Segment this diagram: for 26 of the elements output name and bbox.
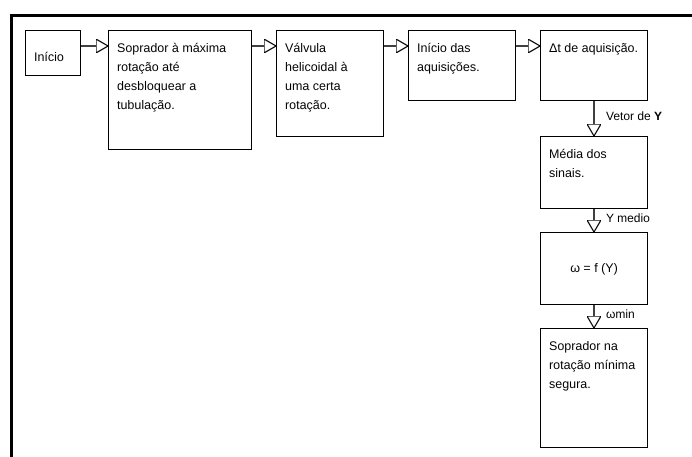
- box-text: Média dos sinais.: [549, 146, 608, 182]
- process-box: [540, 136, 648, 209]
- edge-label: Y medio: [606, 212, 650, 224]
- box-text: Δt de aquisição.: [549, 40, 638, 57]
- box-text: Início: [34, 48, 64, 66]
- arrow: [586, 209, 602, 233]
- arrow: [586, 101, 602, 137]
- process-box: [276, 30, 384, 137]
- process-box: [408, 30, 516, 101]
- box-text: Início das aquisições.: [417, 40, 481, 76]
- box-text: ω = f (Y): [570, 260, 618, 277]
- edge-label: Vetor de Y: [606, 110, 662, 122]
- process-box: [25, 30, 81, 76]
- arrow: [516, 38, 541, 54]
- process-box: [108, 30, 252, 150]
- process-box: [540, 30, 648, 101]
- process-box: [540, 232, 648, 305]
- box-text: Válvula helicoidal à uma certa rotação.: [285, 40, 349, 114]
- process-box: [540, 328, 648, 448]
- box-text: Soprador à máxima rotação até desbloquear a tubulação.: [117, 40, 228, 114]
- arrow: [586, 305, 602, 329]
- box-text: Soprador na rotação mínima segura.: [549, 338, 636, 393]
- arrow: [81, 38, 109, 54]
- arrow: [252, 38, 277, 54]
- arrow: [384, 38, 409, 54]
- edge-label: ωmin: [606, 308, 635, 320]
